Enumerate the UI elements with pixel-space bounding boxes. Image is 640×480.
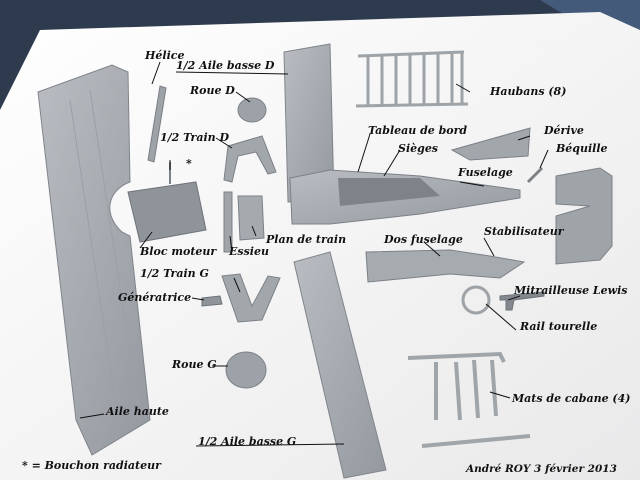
stabilisateur-part (555, 167, 613, 265)
generatrice-part (201, 295, 223, 307)
helice-part (147, 85, 167, 163)
title-line-3: 1918 (560, 67, 591, 80)
label-mats-cabane: Mats de cabane (4) (512, 392, 631, 405)
label-aile-basse-d: 1/2 Aile basse D (176, 59, 275, 72)
white-board (0, 12, 640, 480)
label-plan-de-train: Plan de train (266, 233, 347, 246)
footer-signature: André ROY 3 février 2013 (466, 463, 617, 475)
roue-d-part (237, 97, 267, 123)
bloc-moteur-part (127, 181, 207, 243)
label-haubans: Haubans (8) (490, 85, 567, 98)
derive-part (450, 127, 531, 161)
label-mitrailleuse: Mitrailleuse Lewis (514, 284, 628, 297)
roue-g-part (225, 351, 267, 389)
label-bloc-moteur: Bloc moteur (140, 245, 217, 258)
footer-legend: * = Bouchon radiateur (22, 459, 161, 472)
label-roue-g: Roue G (172, 358, 217, 371)
leader-lines (79, 61, 549, 447)
label-helice: Hélice (145, 49, 185, 62)
essieu-part (223, 191, 233, 253)
plan-de-train-part (237, 195, 265, 241)
label-rail-tourelle: Rail tourelle (520, 320, 598, 333)
title-line-1: BLOCH POTEZ (536, 39, 629, 52)
label-tableau-de-bord: Tableau de bord (368, 124, 468, 137)
label-fuselage: Fuselage (458, 166, 513, 179)
label-derive: Dérive (544, 124, 584, 137)
bequille-part (526, 166, 544, 184)
label-bequille: Béquille (556, 142, 608, 155)
label-dos-fuselage: Dos fuselage (384, 233, 463, 246)
label-sieges: Sièges (398, 142, 439, 155)
title-line-2: SEA IV (554, 53, 597, 66)
train-d-part (223, 135, 277, 183)
aile-haute-part (37, 64, 151, 456)
label-train-d: 1/2 Train D (160, 131, 230, 144)
train-g-part (221, 273, 281, 323)
mats-cabane-part (407, 351, 531, 448)
label-asterisk: * (186, 157, 192, 170)
mitrailleuse-part (499, 291, 545, 311)
label-train-g: 1/2 Train G (140, 267, 209, 280)
rail-tourelle-part (461, 285, 491, 315)
dos-fuselage-part (365, 249, 526, 283)
aile-basse-g-part (293, 251, 387, 479)
label-generatrice: Génératrice (118, 291, 192, 304)
label-essieu: Essieu (229, 245, 269, 258)
label-stabilisateur: Stabilisateur (484, 225, 564, 238)
label-aile-haute: Aile haute (106, 405, 169, 418)
haubans-part (355, 50, 469, 108)
label-aile-basse-g: 1/2 Aile basse G (198, 435, 297, 448)
label-roue-d: Roue D (190, 84, 235, 97)
